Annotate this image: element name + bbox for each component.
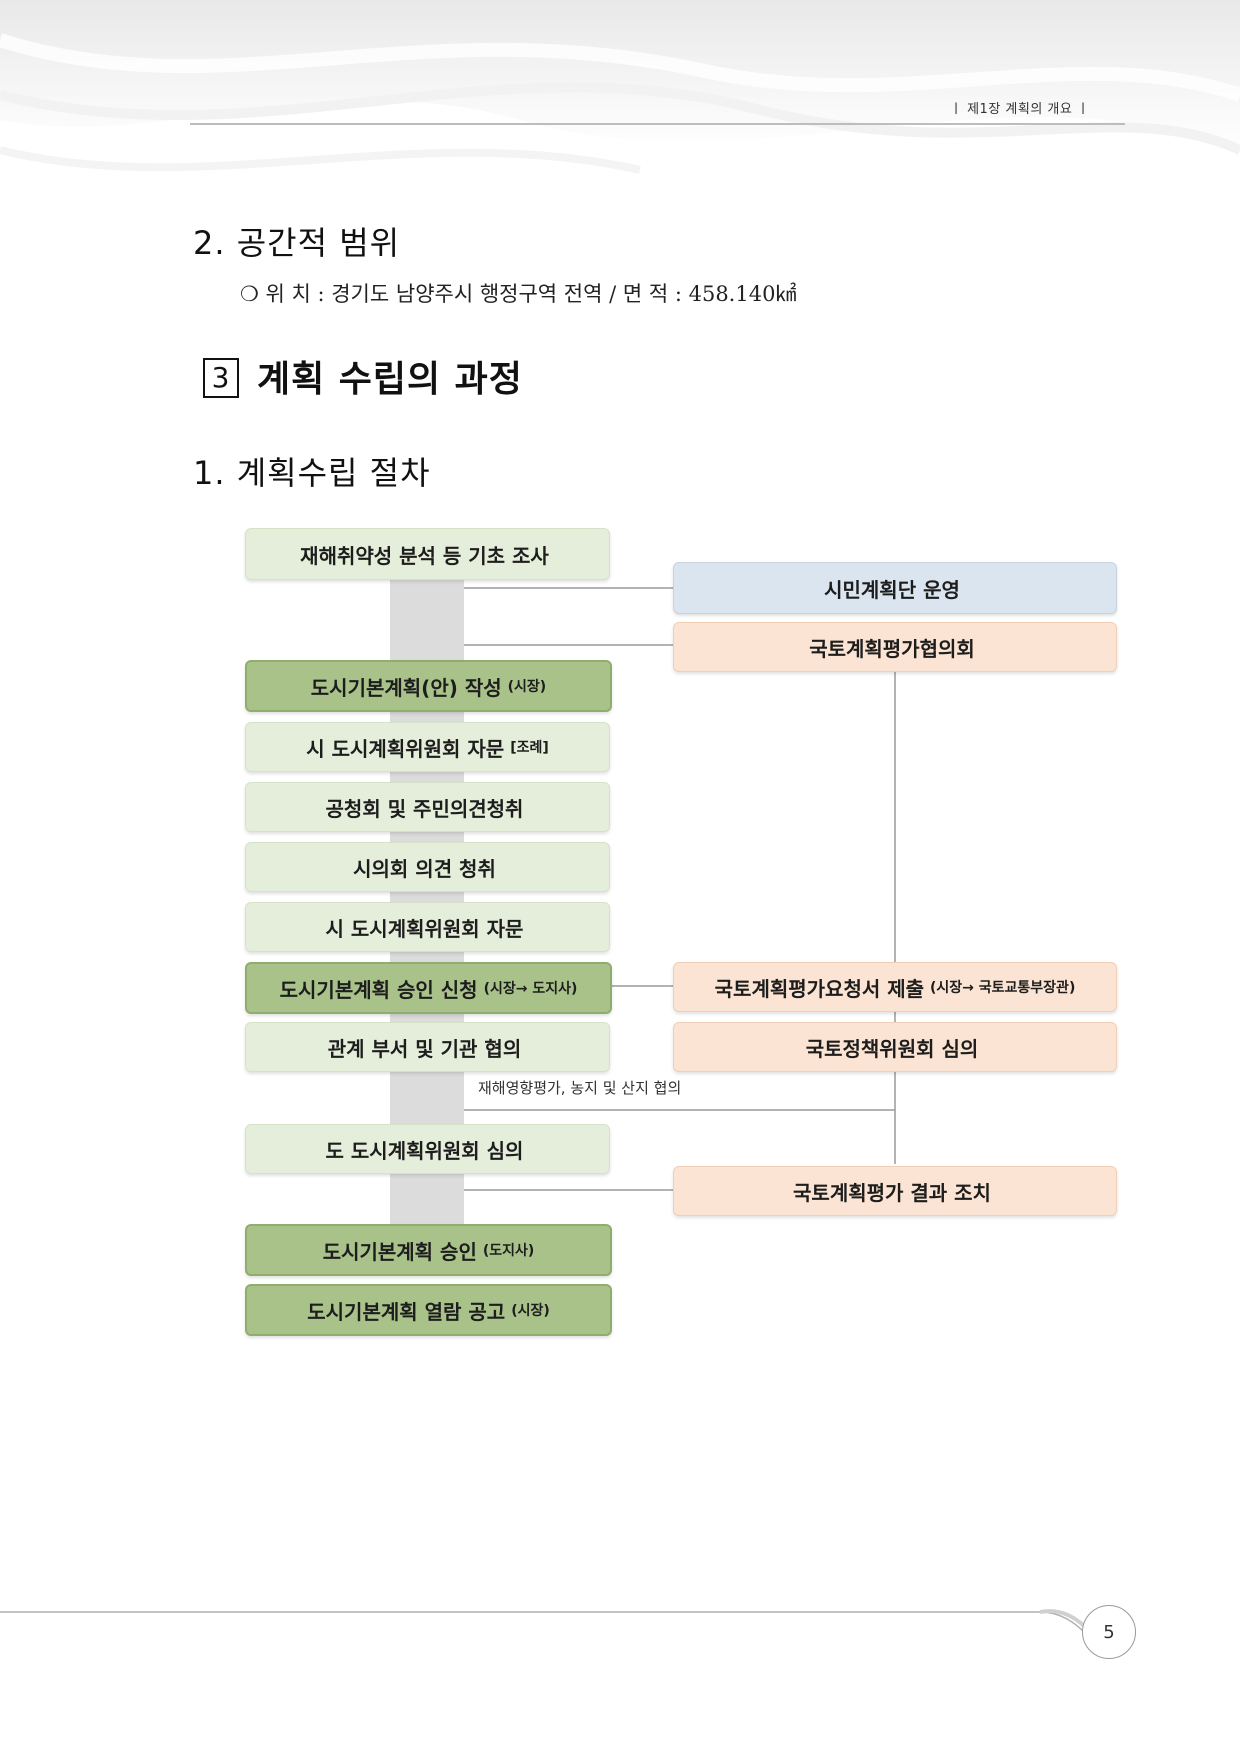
flow-step-province-committee-review: 도 도시계획위원회 심의 [245,1124,610,1174]
section-3-title: 계획 수립의 과정 [257,359,523,400]
flow-step-city-committee-advice-ordinance: 시 도시계획위원회 자문[조례] [245,722,610,772]
side-step-eval-council: 국토계획평가협의회 [673,622,1117,672]
page-number: 5 [1082,1605,1136,1659]
flow-step-approval-request: 도시기본계획 승인 신청(시장→ 도지사) [245,962,612,1014]
flow-step-plan-approval: 도시기본계획 승인(도지사) [245,1224,612,1276]
spatial-scope-line: ❍ 위 치 : 경기도 남양주시 행정구역 전역 / 면 적 : 458.140… [240,282,797,306]
section-2-heading: 2. 공간적 범위 [193,224,401,262]
flow-step-draft-plan: 도시기본계획(안) 작성(시장) [245,660,612,712]
flow-step-basic-survey: 재해취약성 분석 등 기초 조사 [245,528,610,580]
section-number-box: 3 [203,358,239,398]
running-header: ㅣ 제1장 계획의 개요 ㅣ [950,102,1090,117]
subsection-1-heading: 1. 계획수립 절차 [193,454,431,492]
header-wave-decoration [0,0,1240,174]
flow-step-public-hearing: 공청회 및 주민의견청취 [245,782,610,832]
flow-step-city-committee-advice: 시 도시계획위원회 자문 [245,902,610,952]
flow-step-public-notice: 도시기본계획 열람 공고(시장) [245,1284,612,1336]
flow-step-council-opinion: 시의회 의견 청취 [245,842,610,892]
side-step-eval-request-submission: 국토계획평가요청서 제출(시장→ 국토교통부장관) [673,962,1117,1012]
header-rule [190,123,1125,125]
flow-step-agency-consultation: 관계 부서 및 기관 협의 [245,1022,610,1072]
consultation-note: 재해영향평가, 농지 및 산지 협의 [478,1079,682,1097]
side-step-citizen-planning-group: 시민계획단 운영 [673,562,1117,614]
side-step-national-policy-review: 국토정책위원회 심의 [673,1022,1117,1072]
section-3-heading: 3 계획 수립의 과정 [203,350,523,402]
side-step-eval-result-action: 국토계획평가 결과 조치 [673,1166,1117,1216]
footer-rule [0,1609,1094,1637]
